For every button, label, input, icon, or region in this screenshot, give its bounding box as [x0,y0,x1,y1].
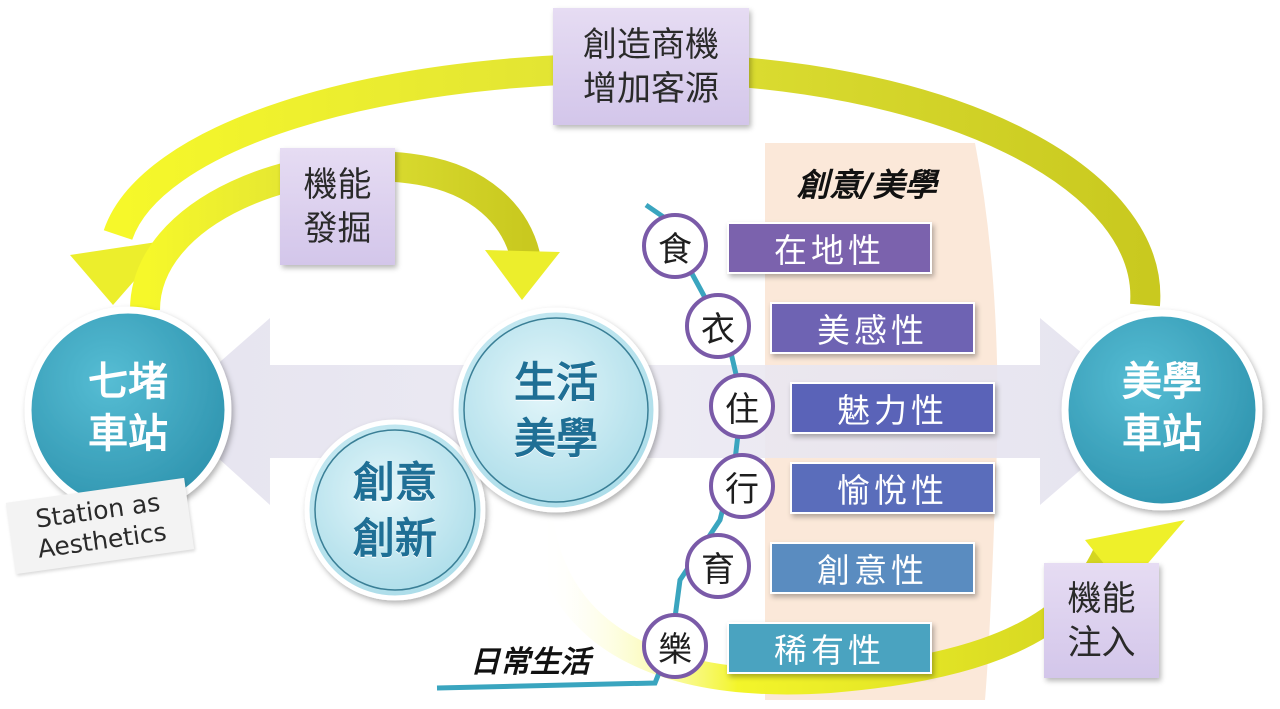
daily-item-char: 住 [725,389,759,430]
function-injection-arrowhead [1085,520,1185,590]
top-benefit-label: 創造商機 增加客源 [553,8,749,125]
daily-item-attribute: 稀有性 [727,622,932,674]
right-station-circle [1061,309,1263,511]
function-injection-label: 機能 注入 [1044,563,1159,678]
daily-item-char: 樂 [658,629,692,670]
daily-item-attribute: 創意性 [770,542,975,594]
daily-item-attribute: 愉悅性 [790,462,995,514]
core-life-circle [453,307,659,513]
core-creative-circle [304,419,486,601]
daily-item-node [685,533,751,599]
function-discovery-arrowhead [485,250,560,300]
daily-item-attribute: 在地性 [727,222,932,274]
panel-title: 創意/美學 [797,166,937,204]
daily-item-node [642,613,708,679]
daily-item-nodes [642,213,775,679]
daily-item-char: 行 [725,469,759,510]
daily-item-node [709,373,775,439]
daily-item-char: 食 [658,229,692,270]
daily-item-char: 衣 [701,309,735,350]
function-discovery-label: 機能 發掘 [280,148,395,265]
core-creative-title: 創意 創新 [352,458,437,563]
core-life-ring [463,317,649,503]
right-station-title: 美學 車站 [1122,359,1202,457]
daily-item-node [642,213,708,279]
daily-item-char: 育 [701,549,735,590]
daily-item-attribute: 魅力性 [790,382,995,434]
daily-item-node [709,453,775,519]
daily-item-attribute: 美感性 [770,302,975,354]
core-creative-ring [314,429,476,591]
left-station-title: 七堵 車站 [88,359,168,457]
daily-item-node [685,293,751,359]
daily-life-label: 日常生活 [470,645,590,680]
core-life-title: 生活 美學 [513,358,598,463]
